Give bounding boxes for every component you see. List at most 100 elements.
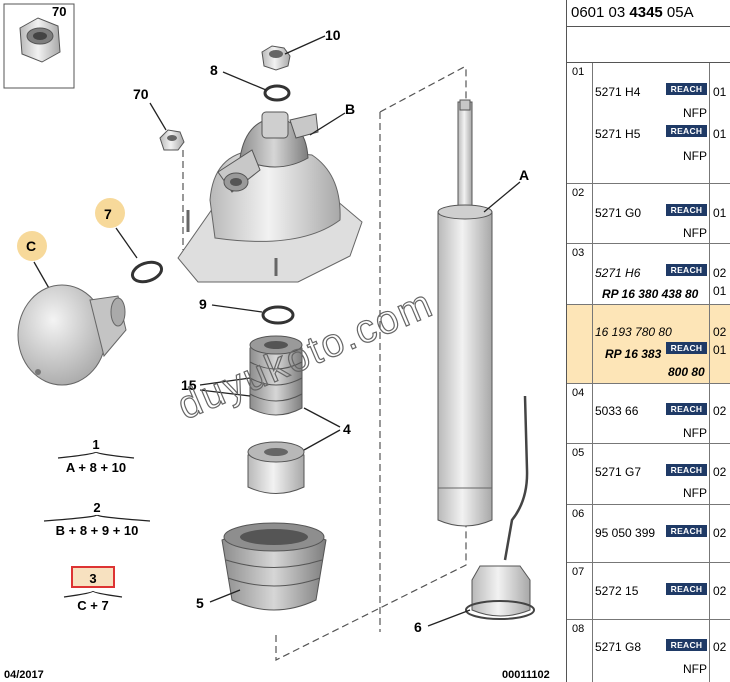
leader-8 [222,71,267,91]
label-7: 7 [104,206,112,222]
leader-4a [303,407,341,428]
part-ref[interactable]: 95 050 399 [595,526,656,540]
leader-4b [303,429,341,451]
label-5: 5 [196,595,204,611]
nfp-flag: NFP [683,106,707,120]
nfp-flag: NFP [683,149,707,163]
label-C: C [26,238,36,254]
table-row-01[interactable]: 01 5271 H4 REACH 01 NFP 5271 H5 REACH 01… [567,63,730,184]
kit-2: 2 B + 8 + 9 + 10 [43,500,151,538]
nut-inset-box [3,3,75,89]
table-row-08[interactable]: 08 5271 G8 REACH 02 NFP [567,620,730,682]
kit-1: 1 A + 8 + 10 [57,437,135,475]
table-row-06[interactable]: 06 95 050 399 REACH 02 [567,505,730,563]
leader-15b [199,389,251,397]
part-ref[interactable]: 5271 H6 [595,266,641,280]
table-row-03[interactable]: 03 5271 H6 REACH 02 RP 16 380 438 80 01 [567,244,730,305]
reach-badge: REACH [666,125,707,137]
reach-badge: REACH [666,525,707,537]
kit-2-formula: B + 8 + 9 + 10 [56,523,139,538]
nfp-flag: NFP [683,486,707,500]
reach-badge: REACH [666,204,707,216]
part-ref[interactable]: 5271 H4 [595,85,641,99]
table-row-04[interactable]: 04 5033 66 REACH 02 NFP [567,384,730,444]
kit-3-box[interactable] [71,566,115,588]
leader-15a [199,377,251,386]
accumulator-sphere-part-C [17,284,127,386]
boot-part-5 [221,522,327,611]
part-ref-secondary[interactable]: RP 16 383 [605,347,662,361]
part-ref[interactable]: 5272 15 [595,584,639,598]
shock-absorber-part-A [437,99,493,527]
table-row-07[interactable]: 07 5272 15 REACH 02 [567,563,730,620]
label-4: 4 [343,421,351,437]
reach-badge: REACH [666,583,707,595]
label-8: 8 [210,62,218,78]
label-A: A [519,167,529,183]
o-ring-part-7 [130,260,164,284]
part-ref[interactable]: 5271 G0 [595,206,642,220]
row-index: 01 [572,66,585,78]
table-row-02[interactable]: 02 5271 G0 REACH 01 NFP [567,184,730,244]
part-qty: 02 [713,640,727,654]
header-bold: 4345 [629,4,663,21]
kit-3-number: 3 [89,571,96,586]
washer-part-9 [261,305,295,325]
part-qty: 02 [713,584,727,598]
leader-5 [209,589,241,603]
part-qty: 02 [713,325,727,339]
part-ref[interactable]: 16 193 780 80 [595,325,672,339]
nut-part-10 [261,45,291,71]
part-ref[interactable]: 5271 G7 [595,465,642,479]
bump-stop-part-15 [249,335,303,416]
nut-part-70 [159,129,185,151]
part-qty: 01 [713,85,727,99]
part-ref[interactable]: 5271 H5 [595,127,641,141]
label-15: 15 [181,377,197,393]
reach-badge: REACH [666,403,707,415]
sensor-part-6 [465,395,535,620]
header-suffix: 05A [662,4,694,21]
nfp-flag: NFP [683,426,707,440]
part-qty-secondary: 01 [713,284,727,298]
reach-badge: REACH [666,639,707,651]
table-row-05[interactable]: 05 5271 G7 REACH 02 NFP [567,444,730,505]
table-row-03-highlight[interactable]: 16 193 780 80 02 RP 16 383 REACH 01 800 … [567,305,730,384]
kit-2-number: 2 [93,500,100,515]
exploded-parts-diagram: 70 10 8 70 B 7 C [3,3,550,681]
leader-7 [115,227,138,259]
kit-1-formula: A + 8 + 10 [66,460,126,475]
kit-3: 3 C + 7 [63,566,123,613]
strut-mount-part-B [177,111,363,283]
part-ref[interactable]: 5033 66 [595,404,639,418]
leader-C [33,261,51,291]
cup-part-4 [247,441,305,494]
row-index: 06 [572,508,585,520]
reach-badge: REACH [666,342,707,354]
label-10: 10 [325,27,341,43]
part-ref-tertiary[interactable]: 800 80 [668,365,705,379]
row-index: 07 [572,566,585,578]
row-index: 02 [572,187,585,199]
part-qty: 02 [713,465,727,479]
kit-1-number: 1 [92,437,99,452]
leader-70 [149,102,167,131]
parts-table-subheader [567,27,730,63]
part-ref-secondary[interactable]: RP 16 380 438 80 [602,287,699,301]
row-index: 08 [572,623,585,635]
nfp-flag: NFP [683,226,707,240]
parts-table-header: 0601 03 4345 05A [567,0,730,27]
part-qty: 02 [713,404,727,418]
label-B: B [345,101,355,117]
leader-9 [211,304,263,313]
label-9: 9 [199,296,207,312]
row-index: 05 [572,447,585,459]
highlight-circle-7 [95,198,125,228]
reach-badge: REACH [666,83,707,95]
leader-10 [284,35,326,55]
reach-badge: REACH [666,464,707,476]
highlight-circle-C [17,231,47,261]
parts-table: 0601 03 4345 05A 01 5271 H4 REACH 01 NFP… [566,0,730,682]
part-ref[interactable]: 5271 G8 [595,640,642,654]
diagram-ref-code: 00011102 [502,669,550,681]
